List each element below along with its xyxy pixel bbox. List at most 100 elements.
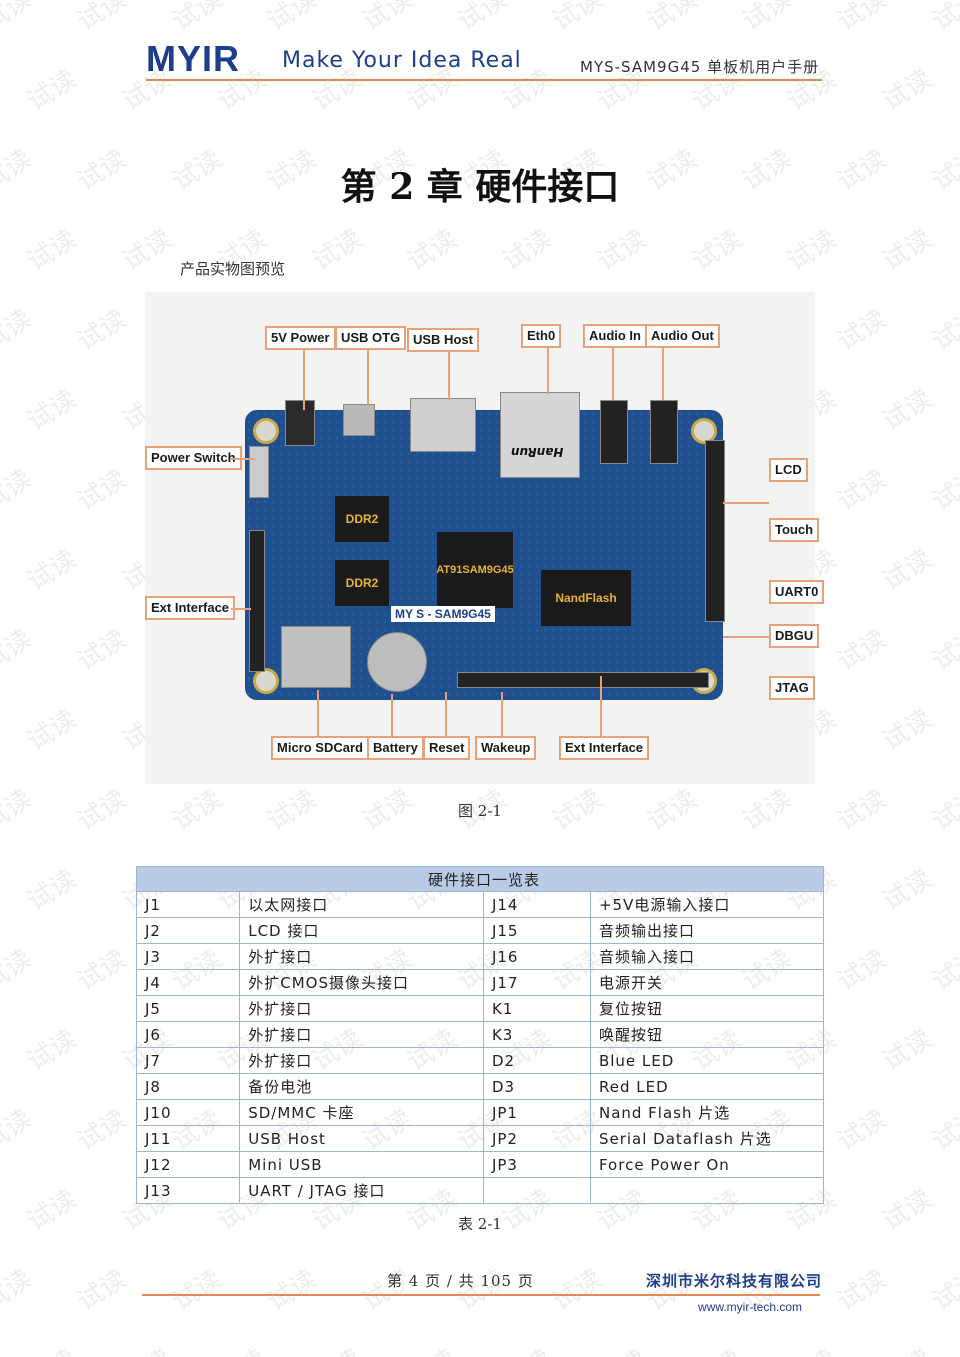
- watermark-text: 试读: [832, 0, 893, 38]
- label-audio-out: Audio Out: [645, 324, 720, 348]
- connector-id-cell: J8: [135, 1073, 241, 1100]
- connector-desc-cell: 备份电池: [239, 1073, 484, 1100]
- watermark-text: 试读: [642, 0, 703, 38]
- watermark-text: 试读: [262, 1264, 323, 1318]
- leader-line: [317, 690, 319, 736]
- leader-line: [445, 692, 447, 736]
- watermark-text: 试读: [22, 704, 83, 758]
- watermark-text: 试读: [72, 1264, 133, 1318]
- watermark-text: 试读: [72, 0, 133, 38]
- board-photo: HanRun DDR2 DDR2 AT91SAM9G45 NandFlash M…: [145, 292, 825, 784]
- leader-line: [303, 350, 305, 410]
- label-lcd: LCD: [769, 458, 808, 482]
- watermark-text: 试读: [0, 1104, 38, 1158]
- pcb-board: HanRun DDR2 DDR2 AT91SAM9G45 NandFlash M…: [245, 392, 725, 700]
- chapter-title: 第 2 章 硬件接口: [340, 166, 620, 208]
- connector-id-cell: D3: [482, 1073, 591, 1100]
- board-name-label: MY S - SAM9G45: [391, 606, 495, 622]
- figure-caption: 图 2-1: [458, 802, 502, 820]
- leader-line: [231, 608, 251, 610]
- ext-header-bottom: [457, 672, 709, 688]
- leader-line: [723, 502, 769, 504]
- watermark-text: 试读: [684, 1339, 748, 1357]
- watermark-text: 试读: [877, 224, 938, 278]
- connector-id-cell: J7: [135, 1047, 241, 1074]
- ddr2-chip-top: DDR2: [335, 496, 389, 542]
- connector-desc-cell: SD/MMC 卡座: [239, 1099, 484, 1126]
- watermark-text: 试读: [779, 1339, 843, 1357]
- watermark-text: 试读: [22, 544, 83, 598]
- watermark-text: 试读: [22, 864, 83, 918]
- watermark-text: 试读: [0, 944, 38, 998]
- watermark-text: 试读: [0, 0, 38, 38]
- eth-chip-label: HanRun: [511, 445, 564, 459]
- connector-id-cell: J4: [135, 969, 241, 996]
- nandflash-chip: NandFlash: [541, 570, 631, 626]
- watermark-text: 试读: [167, 1264, 228, 1318]
- watermark-text: 试读: [22, 64, 83, 118]
- ext-header-left: [249, 530, 265, 672]
- connector-desc-cell: Red LED: [589, 1073, 825, 1100]
- watermark-text: 试读: [304, 1339, 368, 1357]
- logo-slogan: Make Your Idea Real: [282, 48, 522, 73]
- leader-line: [662, 348, 664, 400]
- connector-id-cell: J2: [135, 917, 241, 944]
- connector-desc-cell: Force Power On: [589, 1151, 825, 1178]
- backup-battery: [367, 632, 427, 692]
- connector-id-cell: J3: [135, 943, 241, 970]
- connector-id-cell: J1: [135, 891, 241, 918]
- lcd-connector: [705, 440, 725, 622]
- connector-desc-cell: 外扩接口: [239, 943, 484, 970]
- watermark-text: 试读: [687, 224, 748, 278]
- connector-id-cell: J10: [135, 1099, 241, 1126]
- mounting-hole: [691, 418, 717, 444]
- usb-host-port: [410, 398, 476, 452]
- watermark-text: 试读: [114, 1339, 178, 1357]
- watermark-text: 试读: [737, 0, 798, 38]
- power-jack: [285, 400, 315, 446]
- watermark-text: 试读: [209, 1339, 273, 1357]
- watermark-text: 试读: [357, 0, 418, 38]
- label-usb-otg: USB OTG: [335, 326, 407, 350]
- connector-id-cell: K3: [482, 1021, 591, 1048]
- connector-id-cell: J6: [135, 1021, 241, 1048]
- watermark-text: 试读: [927, 624, 960, 678]
- connector-id-cell: D2: [482, 1047, 591, 1074]
- watermark-text: 试读: [262, 0, 323, 38]
- watermark-text: 试读: [832, 304, 893, 358]
- watermark-text: 试读: [927, 464, 960, 518]
- watermark-text: 试读: [0, 1264, 38, 1318]
- table-title: 硬件接口一览表: [136, 866, 824, 892]
- watermark-text: 试读: [877, 1024, 938, 1078]
- label-touch: Touch: [769, 518, 820, 542]
- connector-desc-cell: 外扩接口: [239, 1021, 484, 1048]
- leader-line: [501, 692, 503, 736]
- watermark-text: 试读: [307, 224, 368, 278]
- power-switch-body: [249, 446, 269, 498]
- connector-desc-cell: LCD 接口: [239, 917, 484, 944]
- ethernet-port: HanRun: [500, 392, 580, 478]
- watermark-text: 试读: [832, 1264, 893, 1318]
- leader-line: [547, 348, 549, 394]
- watermark-text: 试读: [927, 1264, 960, 1318]
- connector-desc-cell: 音频输出接口: [589, 917, 825, 944]
- watermark-text: 试读: [927, 0, 960, 38]
- page-number: 第 4 页 / 共 105 页: [387, 1272, 534, 1290]
- watermark-text: 试读: [927, 944, 960, 998]
- label-micro-sdcard: Micro SDCard: [271, 736, 369, 760]
- connector-desc-cell: 唤醒按钮: [589, 1021, 825, 1048]
- label-uart0: UART0: [769, 580, 825, 604]
- company-name: 深圳市米尔科技有限公司: [646, 1272, 823, 1290]
- watermark-text: 试读: [452, 0, 513, 38]
- label-power-switch: Power Switch: [145, 446, 242, 470]
- connector-desc-cell: [589, 1177, 825, 1204]
